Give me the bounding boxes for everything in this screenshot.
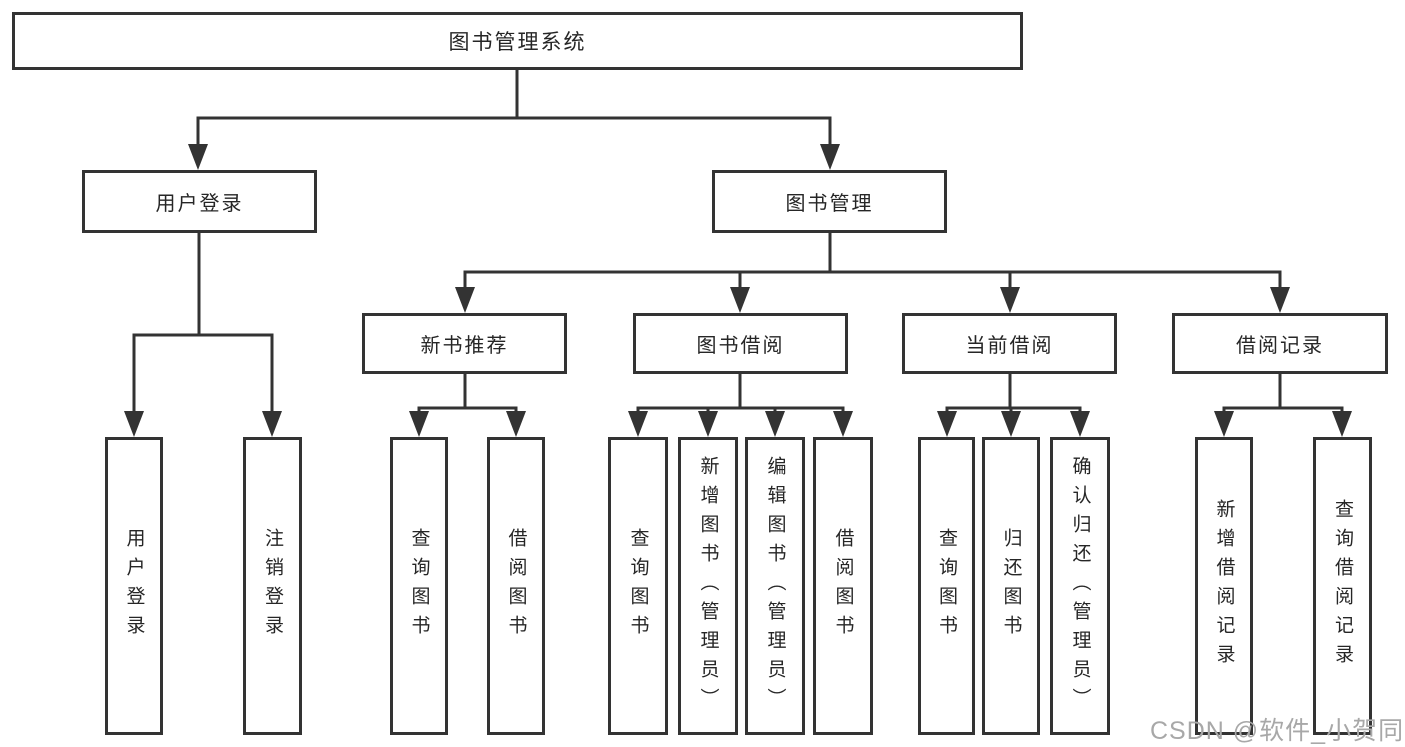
leaf-node-logout: 注销登录 bbox=[243, 437, 302, 735]
node-label: 新增图书（管理员） bbox=[697, 455, 719, 717]
leaf-node-borrow-books-1: 借阅图书 bbox=[487, 437, 545, 735]
node-root-library-system: 图书管理系统 bbox=[12, 12, 1023, 70]
node-label: 借阅图书 bbox=[832, 528, 854, 644]
node-label: 查询图书 bbox=[408, 528, 430, 644]
node-label: 确认归还（管理员） bbox=[1069, 455, 1091, 717]
leaf-node-edit-book-admin: 编辑图书（管理员） bbox=[745, 437, 805, 735]
node-label: 图书借阅 bbox=[696, 335, 785, 357]
node-current-borrowing: 当前借阅 bbox=[902, 313, 1117, 374]
node-label: 图书管理 bbox=[785, 193, 874, 215]
leaf-node-borrow-books-2: 借阅图书 bbox=[813, 437, 873, 735]
node-label: 用户登录 bbox=[123, 528, 145, 644]
node-label: 归还图书 bbox=[1000, 528, 1022, 644]
node-label: 查询借阅记录 bbox=[1332, 499, 1353, 673]
node-label: 编辑图书（管理员） bbox=[764, 455, 786, 717]
leaf-node-user-login: 用户登录 bbox=[105, 437, 163, 735]
node-label: 用户登录 bbox=[155, 193, 244, 215]
leaf-node-query-books-3: 查询图书 bbox=[918, 437, 975, 735]
node-borrowing-records: 借阅记录 bbox=[1172, 313, 1388, 374]
leaf-node-query-books-2: 查询图书 bbox=[608, 437, 668, 735]
node-new-book-recommend: 新书推荐 bbox=[362, 313, 567, 374]
node-label: 借阅图书 bbox=[505, 528, 527, 644]
leaf-node-query-books-1: 查询图书 bbox=[390, 437, 448, 735]
leaf-node-add-book-admin: 新增图书（管理员） bbox=[678, 437, 738, 735]
node-user-login: 用户登录 bbox=[82, 170, 317, 233]
node-label: 查询图书 bbox=[936, 528, 957, 644]
arrowhead-icons bbox=[124, 144, 1352, 437]
node-label: 注销登录 bbox=[262, 528, 283, 644]
leaf-node-query-borrow-record: 查询借阅记录 bbox=[1313, 437, 1372, 735]
leaf-node-return-book: 归还图书 bbox=[982, 437, 1040, 735]
csdn-watermark: CSDN @软件_小贺同学 bbox=[1150, 717, 1405, 745]
node-label: 当前借阅 bbox=[965, 335, 1054, 357]
node-label: 新增借阅记录 bbox=[1213, 499, 1235, 673]
node-label: 借阅记录 bbox=[1236, 335, 1324, 357]
node-book-borrowing: 图书借阅 bbox=[633, 313, 848, 374]
leaf-node-add-borrow-record: 新增借阅记录 bbox=[1195, 437, 1253, 735]
node-book-management: 图书管理 bbox=[712, 170, 947, 233]
node-label: 图书管理系统 bbox=[448, 31, 587, 54]
node-label: 查询图书 bbox=[627, 528, 649, 644]
leaf-node-confirm-return-admin: 确认归还（管理员） bbox=[1050, 437, 1110, 735]
node-label: 新书推荐 bbox=[420, 335, 509, 357]
